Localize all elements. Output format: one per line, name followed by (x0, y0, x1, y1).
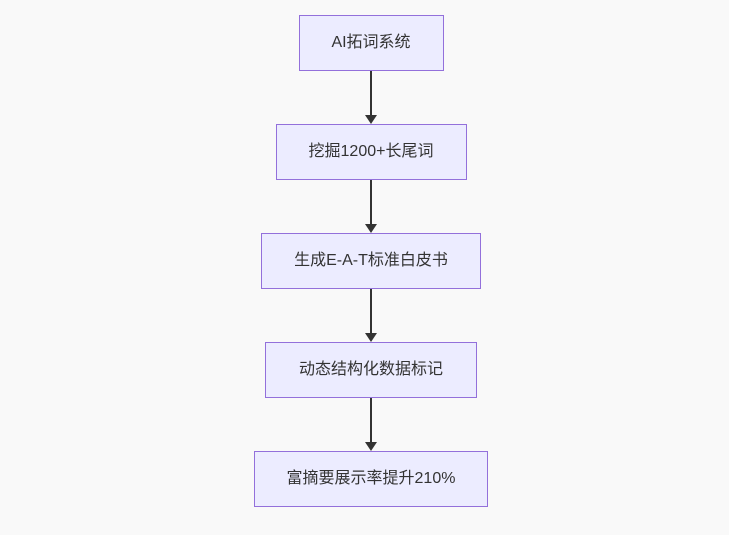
flow-edge-1-2 (365, 71, 377, 124)
flow-node-ai-word-system: AI拓词系统 (298, 15, 444, 71)
arrowhead-down-icon (365, 115, 377, 124)
flow-node-label: 动态结构化数据标记 (298, 361, 443, 378)
flow-node-rich-snippet-result: 富摘要展示率提升210% (254, 451, 488, 507)
flow-edge-3-4 (365, 289, 377, 342)
arrowhead-down-icon (365, 224, 377, 233)
flowchart-column: AI拓词系统 挖掘1200+长尾词 生成E-A-T标准白皮书 动态结构化数据标记 (254, 15, 488, 507)
flow-node-label: 生成E-A-T标准白皮书 (294, 252, 448, 269)
arrowhead-down-icon (365, 333, 377, 342)
arrow-line (370, 71, 372, 115)
flow-node-label: AI拓词系统 (331, 34, 411, 51)
flow-node-structured-data: 动态结构化数据标记 (265, 342, 477, 398)
flow-node-eat-whitepaper: 生成E-A-T标准白皮书 (261, 233, 481, 289)
flow-node-label: 富摘要展示率提升210% (286, 470, 456, 487)
flow-edge-2-3 (365, 180, 377, 233)
flow-node-longtail-mining: 挖掘1200+长尾词 (275, 124, 467, 180)
arrow-line (370, 398, 372, 442)
arrow-line (370, 289, 372, 333)
arrow-line (370, 180, 372, 224)
flow-node-label: 挖掘1200+长尾词 (308, 143, 434, 160)
arrowhead-down-icon (365, 442, 377, 451)
flow-edge-4-5 (365, 398, 377, 451)
